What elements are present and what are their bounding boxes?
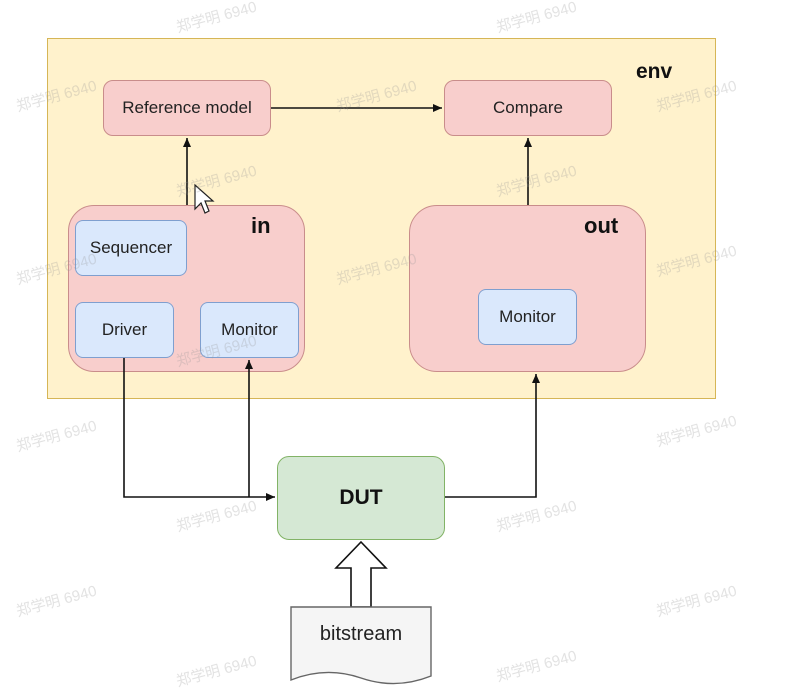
sequencer-box: Sequencer xyxy=(75,220,187,276)
dut-box: DUT xyxy=(277,456,445,540)
in-monitor-label: Monitor xyxy=(221,320,278,339)
dut-to-out-monitor-arrow xyxy=(445,374,540,498)
reference-model-box: Reference model xyxy=(103,80,271,136)
compare-label: Compare xyxy=(493,98,563,117)
in-monitor-box: Monitor xyxy=(200,302,299,358)
env-label: env xyxy=(636,60,673,83)
out-monitor-box: Monitor xyxy=(478,289,577,345)
bitstream-label: bitstream xyxy=(319,623,403,645)
bitstream-to-dut-block-arrow xyxy=(334,540,388,608)
in-agent-label: in xyxy=(251,213,271,238)
driver-box: Driver xyxy=(75,302,174,358)
out-monitor-label: Monitor xyxy=(499,307,556,326)
out-agent-label: out xyxy=(584,213,619,238)
driver-label: Driver xyxy=(101,320,148,339)
dut-label: DUT xyxy=(339,486,383,509)
compare-box: Compare xyxy=(444,80,612,136)
sequencer-label: Sequencer xyxy=(89,238,173,257)
reference-model-label: Reference model xyxy=(122,98,252,117)
mouse-cursor-icon xyxy=(194,183,215,214)
driver-to-dut-arrow xyxy=(123,358,275,501)
bitstream-document-shape xyxy=(290,606,432,685)
